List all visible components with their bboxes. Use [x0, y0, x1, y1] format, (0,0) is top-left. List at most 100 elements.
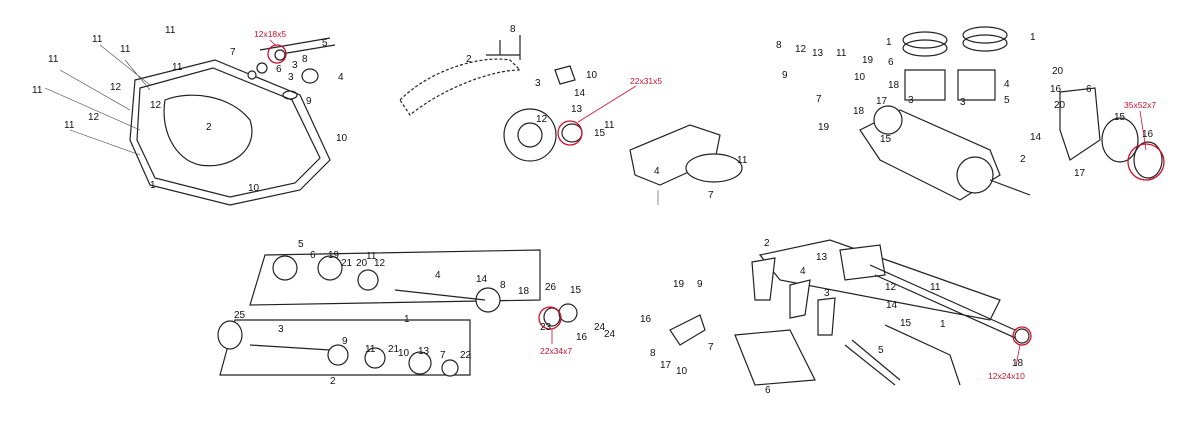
- part-number: 20: [356, 258, 368, 269]
- part-number: 18: [518, 286, 530, 297]
- part-number: 9: [697, 279, 703, 290]
- part-number: 5: [322, 38, 328, 49]
- part-number: 11: [32, 85, 43, 96]
- part-number: 5: [298, 239, 304, 250]
- part-number: 4: [654, 166, 660, 177]
- part-number: 4: [1004, 79, 1010, 90]
- part-number: 2: [764, 238, 770, 249]
- part-number: 2: [330, 376, 336, 387]
- part-number: 20: [1054, 100, 1066, 111]
- part-number: 12: [885, 282, 897, 293]
- part-number: 7: [440, 350, 446, 361]
- part-number: 10: [586, 70, 598, 81]
- part-number: 16: [640, 314, 652, 325]
- part-number: 3: [292, 60, 298, 71]
- part-number: 1: [404, 314, 410, 325]
- shift-part-numbers: 2 4 3 13 11 19 9 16 7 8 17 10 14 12 15 5…: [640, 238, 1024, 396]
- part-number: 7: [230, 47, 236, 58]
- part-number: 21: [388, 344, 400, 355]
- part-number: 15: [900, 318, 912, 329]
- part-number: 19: [818, 122, 830, 133]
- callout-22x31x5: 22x31x5: [630, 76, 662, 86]
- callout-12x24x10: 12x24x10: [988, 371, 1025, 381]
- part-number: 11: [120, 44, 131, 55]
- part-number: 13: [812, 48, 824, 59]
- part-number: 6: [1086, 84, 1092, 95]
- crankcase-cover-assembly: [44, 37, 336, 206]
- part-number: 11: [737, 155, 748, 166]
- part-number: 10: [676, 366, 688, 377]
- part-number: 2: [206, 122, 212, 133]
- part-number: 10: [398, 348, 410, 359]
- part-number: 8: [776, 40, 782, 51]
- cover-part-numbers: 11 11 11 11 11 12 12 12 11 11 7 5 3 6 3 …: [32, 25, 348, 194]
- part-number: 13: [816, 252, 828, 263]
- part-number: 13: [571, 104, 583, 115]
- part-number: 3: [960, 97, 966, 108]
- part-number: 6: [276, 64, 282, 75]
- part-number: 16: [1142, 129, 1154, 140]
- part-number: 6: [888, 57, 894, 68]
- part-number: 10: [248, 183, 260, 194]
- crank-part-numbers: 8 12 13 11 9 10 7 19 18 17 1 1 3 4 5 6 1…: [776, 32, 1154, 179]
- part-number: 11: [604, 120, 615, 131]
- part-number: 3: [288, 72, 294, 83]
- part-number: 7: [708, 190, 714, 201]
- part-number: 14: [476, 274, 488, 285]
- part-number: 8: [302, 54, 308, 65]
- part-number: 12: [374, 258, 386, 269]
- part-number: 9: [342, 336, 348, 347]
- callout-22x34x7: 22x34x7: [540, 346, 572, 356]
- part-number: 3: [908, 95, 914, 106]
- part-number: 7: [708, 342, 714, 353]
- part-number: 19: [862, 55, 874, 66]
- part-number: 5: [878, 345, 884, 356]
- part-number: 2: [466, 54, 472, 65]
- callout-35x52x7: 35x52x7: [1124, 100, 1156, 110]
- part-number: 17: [1074, 168, 1086, 179]
- gearbox-assembly: [217, 249, 578, 377]
- part-number: 19: [328, 250, 340, 261]
- part-number: 25: [234, 310, 246, 321]
- part-number: 9: [306, 96, 312, 107]
- part-number: 20: [1052, 66, 1064, 77]
- part-number: 11: [92, 34, 103, 45]
- part-number: 22: [460, 350, 472, 361]
- part-number: 24: [594, 322, 606, 333]
- part-number: 11: [836, 48, 847, 59]
- part-number: 12: [795, 44, 807, 55]
- part-number: 23: [540, 322, 552, 333]
- part-number: 12: [110, 82, 122, 93]
- part-number: 16: [1050, 84, 1062, 95]
- part-number: 14: [574, 88, 586, 99]
- part-number: 6: [765, 385, 771, 396]
- callout-12x18x5: 12x18x5: [254, 29, 286, 39]
- part-number: 18: [1012, 358, 1024, 369]
- part-number: 8: [650, 348, 656, 359]
- part-number: 4: [800, 266, 806, 277]
- part-number: 11: [366, 251, 377, 262]
- part-number: 18: [853, 106, 865, 117]
- crankshaft-assembly: [859, 26, 1165, 201]
- part-number: 8: [510, 24, 516, 35]
- part-number: 11: [365, 344, 376, 355]
- part-number: 13: [418, 346, 430, 357]
- chain-sprocket-assembly: [399, 35, 743, 205]
- part-number: 1: [150, 180, 156, 191]
- shift-assembly: [669, 239, 1032, 386]
- part-number: 15: [1114, 112, 1126, 123]
- part-number: 3: [535, 78, 541, 89]
- part-number: 7: [816, 94, 822, 105]
- part-number: 12: [88, 112, 100, 123]
- part-number: 14: [886, 300, 898, 311]
- part-number: 11: [165, 25, 176, 36]
- part-number: 12: [150, 100, 162, 111]
- part-number: 4: [435, 270, 441, 281]
- part-number: 1: [940, 319, 946, 330]
- part-number: 5: [1004, 95, 1010, 106]
- part-number: 9: [782, 70, 788, 81]
- part-number: 17: [876, 96, 888, 107]
- part-number: 8: [500, 280, 506, 291]
- part-number: 16: [576, 332, 588, 343]
- part-number: 11: [48, 54, 59, 65]
